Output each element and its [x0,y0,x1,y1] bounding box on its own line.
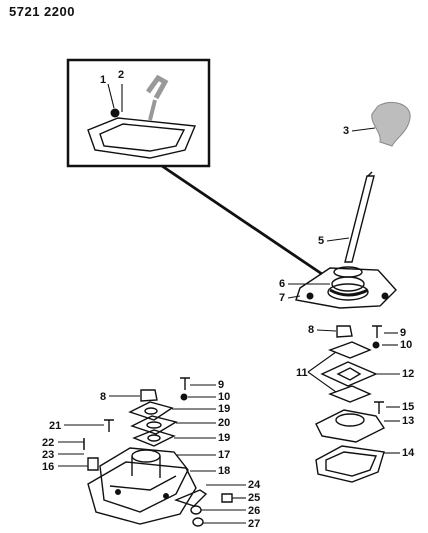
gasket-18 [87,461,197,525]
bushing-8-right [336,325,353,338]
callout-9-left: 9 [218,379,224,391]
callout-21: 21 [49,420,61,432]
callout-23: 23 [42,449,54,461]
callout-1: 1 [100,74,106,86]
plate-20 [130,415,178,435]
base-housing-17 [99,447,189,513]
bolt-16 [87,457,99,471]
callout-18: 18 [218,465,230,477]
callout-2: 2 [118,69,124,81]
callout-20: 20 [218,417,230,429]
bushing-8-left [140,389,158,402]
washer-10-right [372,341,380,349]
gasket-14 [315,445,385,483]
callout-10-left: 10 [218,391,230,403]
callout-22: 22 [42,437,54,449]
plate-19-bottom [132,429,176,447]
lever-base-assembly [295,266,397,309]
callout-14: 14 [402,447,415,459]
callout-27: 27 [248,518,260,530]
callout-8-left: 8 [100,391,106,403]
callout-12: 12 [402,368,414,380]
callout-7: 7 [279,292,285,304]
plate-19-top [128,401,174,421]
callout-26: 26 [248,505,260,517]
plate-11-bottom [328,385,372,403]
inset-detail [66,58,211,168]
callout-11: 11 [296,367,308,379]
callout-15: 15 [402,401,414,413]
plate-11-top [328,341,372,359]
callout-5: 5 [318,235,324,247]
inset-connector-line [161,164,323,276]
clip-26 [190,505,202,515]
bushing-27 [192,517,204,527]
callout-9-right: 9 [400,327,406,339]
callout-25: 25 [248,492,260,504]
washer-10-left [180,393,188,401]
bolt-21 [104,419,114,432]
shift-knob [371,102,411,147]
shift-lever [344,171,375,263]
bolt-15 [374,401,384,414]
callout-6: 6 [279,278,285,290]
callout-3: 3 [343,125,349,137]
callout-13: 13 [402,415,414,427]
nut-25 [221,493,233,503]
part-number-header: 5721 2200 [9,4,75,19]
callout-8-right: 8 [308,324,314,336]
bolt-9-left [180,377,190,390]
plate-12 [320,361,378,387]
callout-10-right: 10 [400,339,412,351]
bracket-24 [174,489,208,507]
callout-19-top: 19 [218,403,230,415]
bolt-9-right [372,325,382,338]
callout-17: 17 [218,449,230,461]
callout-16: 16 [42,461,54,473]
callout-19-bottom: 19 [218,432,230,444]
callout-24: 24 [248,479,261,491]
housing-13 [315,409,386,443]
